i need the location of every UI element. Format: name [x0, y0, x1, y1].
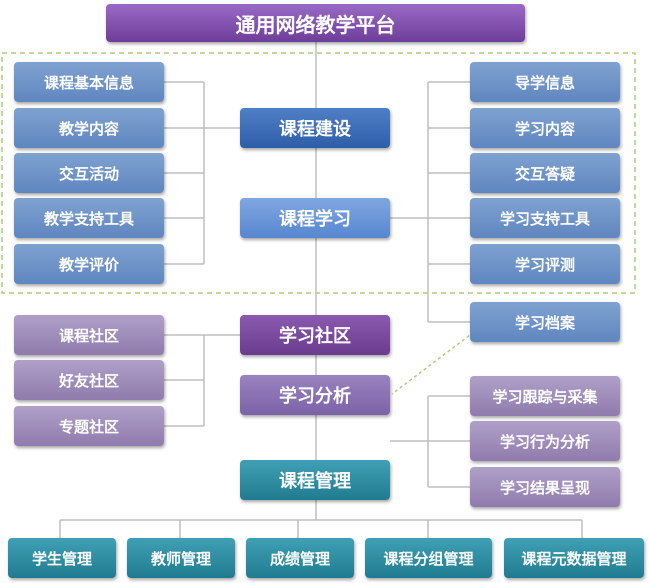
construction-item: 教学评价: [14, 244, 164, 284]
node-learning-analysis: 学习分析: [240, 375, 390, 415]
platform-title: 通用网络教学平台: [106, 4, 525, 42]
learning-item: 学习支持工具: [470, 198, 620, 238]
node-course-management: 课程管理: [240, 460, 390, 500]
management-item: 学生管理: [8, 538, 116, 578]
left-community-bracket: [164, 334, 240, 427]
dashed-group-border: [1, 52, 636, 294]
bottom-management-bracket: [59, 519, 583, 538]
construction-item: 交互活动: [14, 153, 164, 193]
construction-item: 教学内容: [14, 108, 164, 148]
learning-item: 学习内容: [470, 108, 620, 148]
community-item: 课程社区: [14, 315, 164, 355]
management-item: 课程分组管理: [365, 538, 492, 578]
construction-item: 教学支持工具: [14, 198, 164, 238]
right-analysis-bracket: [390, 395, 470, 488]
node-course-construction: 课程建设: [240, 108, 390, 148]
analysis-item: 学习结果呈现: [470, 467, 620, 507]
learning-item: 学习档案: [470, 302, 620, 342]
archive-analysis-dashed-link: [391, 331, 475, 395]
management-item: 课程元数据管理: [504, 538, 644, 578]
learning-item: 交互答疑: [470, 153, 620, 193]
construction-item: 课程基本信息: [14, 62, 164, 102]
analysis-item: 学习跟踪与采集: [470, 376, 620, 416]
management-item: 教师管理: [127, 538, 235, 578]
node-learning-community: 学习社区: [240, 315, 390, 355]
learning-item: 导学信息: [470, 62, 620, 102]
left-construction-bracket: [164, 81, 240, 265]
right-learning-bracket: [390, 81, 470, 323]
community-item: 好友社区: [14, 360, 164, 400]
management-item: 成绩管理: [246, 538, 354, 578]
node-course-learning: 课程学习: [240, 198, 390, 238]
community-item: 专题社区: [14, 406, 164, 446]
learning-item: 学习评测: [470, 244, 620, 284]
analysis-item: 学习行为分析: [470, 421, 620, 461]
